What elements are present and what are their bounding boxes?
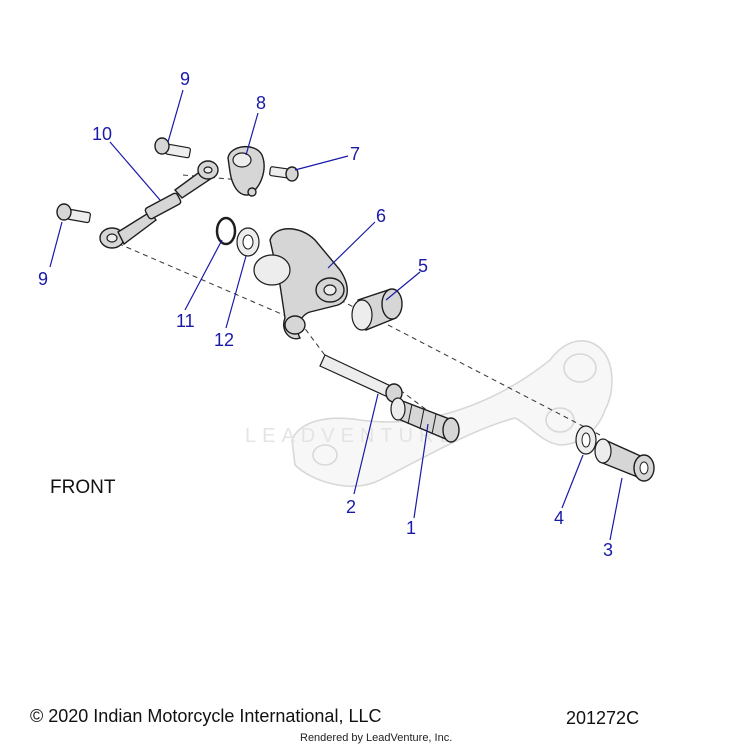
callout-12: 12	[214, 330, 234, 350]
pedal-arm[interactable]	[253, 228, 348, 340]
watermark: LEADVENTURE	[245, 425, 459, 447]
rendered-by-credit: Rendered by LeadVenture, Inc.	[300, 732, 453, 744]
copyright-notice: © 2020 Indian Motorcycle International, …	[30, 706, 382, 726]
pivot-sleeve[interactable]	[390, 397, 460, 443]
brake-pedal-lever-ghost: LEADVENTURE	[245, 340, 613, 488]
callout-1: 1	[406, 518, 416, 538]
bolt-upper[interactable]	[154, 137, 191, 159]
callout-9-upper: 9	[180, 69, 190, 89]
callout-4: 4	[554, 508, 564, 528]
callout-9-lower: 9	[38, 269, 48, 289]
callout-6: 6	[376, 206, 386, 226]
end-bushing[interactable]	[594, 438, 655, 482]
callout-3: 3	[603, 540, 613, 560]
callout-5: 5	[418, 256, 428, 276]
linkage-rod[interactable]	[99, 160, 219, 249]
washer-right[interactable]	[575, 425, 597, 455]
callout-2: 2	[346, 497, 356, 517]
diagram-code: 201272C	[566, 708, 640, 728]
callout-10: 10	[92, 124, 112, 144]
front-label: FRONT	[50, 477, 116, 498]
callout-11: 11	[176, 311, 195, 331]
pivot-pin[interactable]	[319, 354, 403, 403]
leader-lines	[49, 89, 623, 541]
bushing[interactable]	[351, 288, 403, 331]
washer[interactable]	[236, 227, 260, 257]
callout-numbers: 9 8 7 10 9 6 11 12 5 2 1 4 3	[38, 69, 613, 560]
snap-ring[interactable]	[215, 216, 237, 246]
bolt-small[interactable]	[269, 166, 299, 182]
clamp[interactable]	[227, 146, 265, 197]
callout-8: 8	[256, 93, 266, 113]
bolt-lower[interactable]	[56, 203, 91, 224]
callout-7: 7	[350, 144, 360, 164]
